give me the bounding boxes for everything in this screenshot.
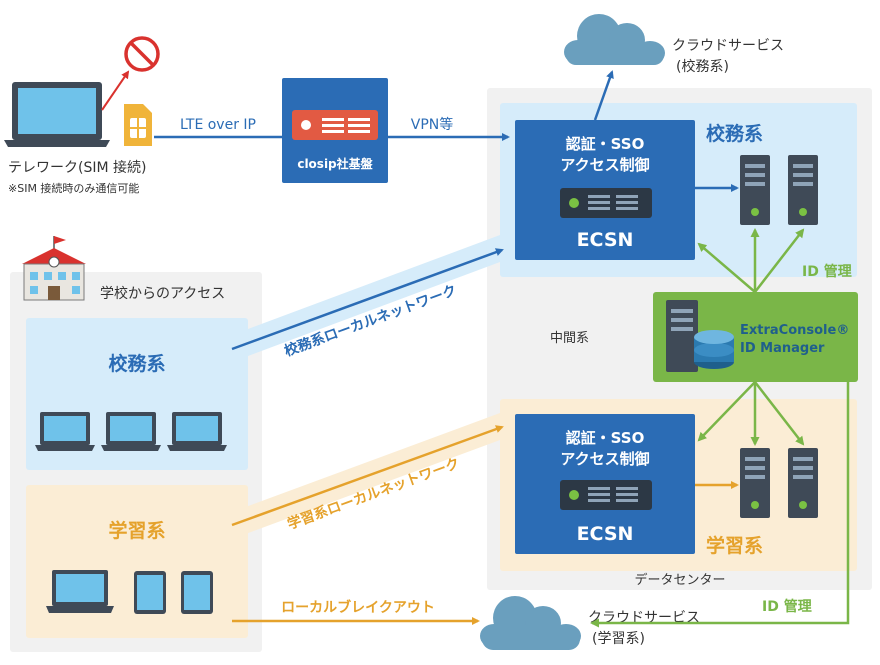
laptop-learn-icon — [46, 570, 114, 613]
school-admin-zone-label: 校務系 — [108, 352, 165, 375]
dc-learn-zone-label: 学習系 — [706, 534, 763, 557]
school-learn-zone — [26, 485, 248, 638]
id-manager-line1: ExtraConsole® — [740, 323, 849, 338]
laptop-admin-1-icon — [35, 412, 95, 451]
telework-label: テレワーク(SIM 接続) — [8, 159, 146, 176]
cloud-admin-line1: クラウドサービス — [672, 38, 784, 54]
local-breakout-label: ローカルブレイクアウト — [281, 599, 435, 616]
ecsn-admin-line2: アクセス制御 — [560, 156, 649, 174]
admin-local-band — [232, 235, 500, 362]
vpn-link-label: VPN等 — [411, 116, 454, 133]
telework-note: ※SIM 接続時のみ通信可能 — [8, 181, 139, 195]
ecsn-to-cloud-arrow — [593, 70, 614, 121]
server-admin-1-icon — [740, 155, 770, 225]
id-mgmt-top-label: ID 管理 — [802, 263, 852, 280]
ecsn-learn-line2: アクセス制御 — [560, 450, 649, 468]
server-admin-2-icon — [788, 155, 818, 225]
laptop-admin-3-icon — [167, 412, 227, 451]
idm-to-server-learn-2-arrow — [754, 381, 805, 446]
ecsn-admin-box — [515, 120, 695, 260]
id-manager-box — [653, 292, 858, 382]
prohibited-icon — [124, 36, 160, 72]
tablet-learn-2-icon — [181, 571, 213, 614]
cloud-admin-icon — [564, 14, 665, 65]
sim-card-icon — [124, 104, 152, 146]
cloud-admin-line2: (校務系) — [676, 58, 729, 75]
ecsn-learn-name: ECSN — [577, 523, 634, 545]
ecsn-learn-line1: 認証・SSO — [566, 429, 645, 447]
dc-admin-zone-label: 校務系 — [706, 122, 763, 145]
closip-platform — [282, 78, 388, 183]
ecsn-admin-line1: 認証・SSO — [566, 135, 645, 153]
idm-to-cloud-learn-arrow — [590, 382, 850, 628]
cloud-learn-icon — [480, 596, 581, 650]
datacenter-label: データセンター — [634, 572, 725, 588]
admin-local-arrow — [231, 248, 504, 351]
school-building-icon — [22, 236, 86, 301]
school-title: 学校からのアクセス — [100, 285, 225, 302]
idm-to-server-admin-2-arrow — [754, 228, 805, 293]
laptop-telework-icon — [4, 82, 110, 147]
learn-local-arrow — [231, 425, 504, 527]
telework-blocked-arrow — [101, 70, 130, 111]
cloud-learn-line2: (学習系) — [592, 631, 645, 647]
id-mgmt-bottom-label: ID 管理 — [762, 598, 812, 615]
lte-link-label: LTE over IP — [180, 117, 256, 133]
school-learn-zone-label: 学習系 — [108, 519, 165, 542]
server-learn-2-icon — [788, 448, 818, 518]
idm-to-ecsn-admin-arrow — [697, 242, 756, 293]
idm-to-ecsn-learn-arrow — [697, 381, 756, 442]
closip-label: closip社基盤 — [297, 156, 373, 171]
laptop-admin-2-icon — [101, 412, 161, 451]
tablet-learn-1-icon — [134, 571, 166, 614]
server-learn-1-icon — [740, 448, 770, 518]
ecsn-learn-box — [515, 414, 695, 554]
middle-zone-label: 中間系 — [550, 331, 589, 346]
id-manager-line2: ID Manager — [740, 341, 825, 356]
ecsn-admin-name: ECSN — [577, 229, 634, 251]
